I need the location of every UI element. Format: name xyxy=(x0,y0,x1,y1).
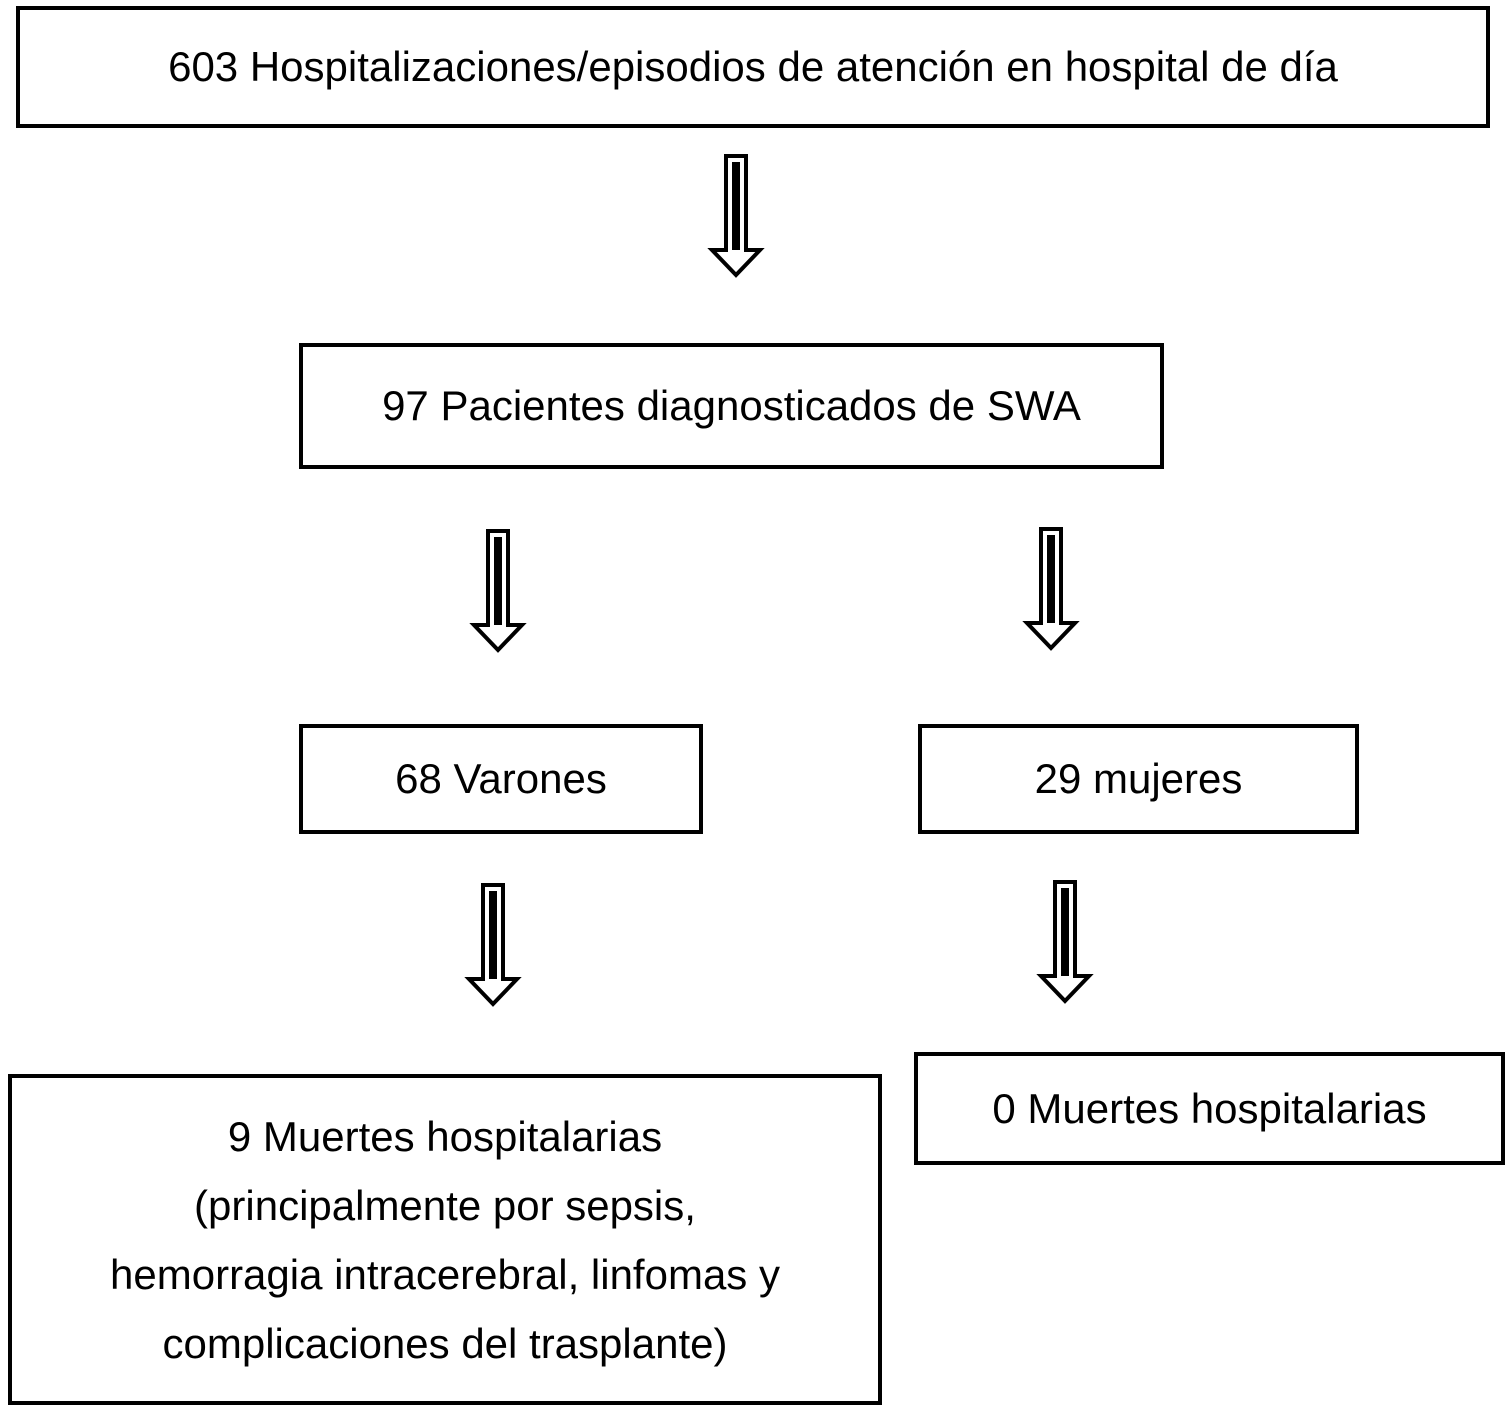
node-total-episodes-label: 603 Hospitalizaciones/episodios de atenc… xyxy=(168,43,1338,90)
node-swa-patients: 97 Pacientes diagnosticados de SWA xyxy=(299,343,1164,469)
arrow-swa-to-women xyxy=(1022,527,1080,651)
node-women-deaths-label: 0 Muertes hospitalarias xyxy=(992,1084,1427,1132)
node-men-deaths-line3: hemorragia intracerebral, linfomas y xyxy=(110,1250,780,1298)
arrow-men-to-deaths xyxy=(464,883,522,1007)
node-men-deaths-line4: complicaciones del trasplante) xyxy=(162,1319,728,1367)
node-men-label: 68 Varones xyxy=(395,755,607,802)
node-men-deaths-line2: (principalmente por sepsis, xyxy=(194,1181,696,1229)
node-swa-patients-label: 97 Pacientes diagnosticados de SWA xyxy=(382,382,1081,429)
node-total-episodes: 603 Hospitalizaciones/episodios de atenc… xyxy=(16,6,1490,128)
arrow-total-to-swa xyxy=(707,154,765,278)
arrow-women-to-deaths xyxy=(1036,880,1094,1004)
node-women-label: 29 mujeres xyxy=(1034,755,1243,802)
node-women: 29 mujeres xyxy=(918,724,1359,834)
node-women-deaths: 0 Muertes hospitalarias xyxy=(914,1052,1505,1165)
node-men-deaths-line1: 9 Muertes hospitalarias xyxy=(227,1112,663,1160)
node-men: 68 Varones xyxy=(299,724,703,834)
node-men-deaths: 9 Muertes hospitalarias (principalmente … xyxy=(8,1074,882,1405)
arrow-swa-to-men xyxy=(469,529,527,653)
